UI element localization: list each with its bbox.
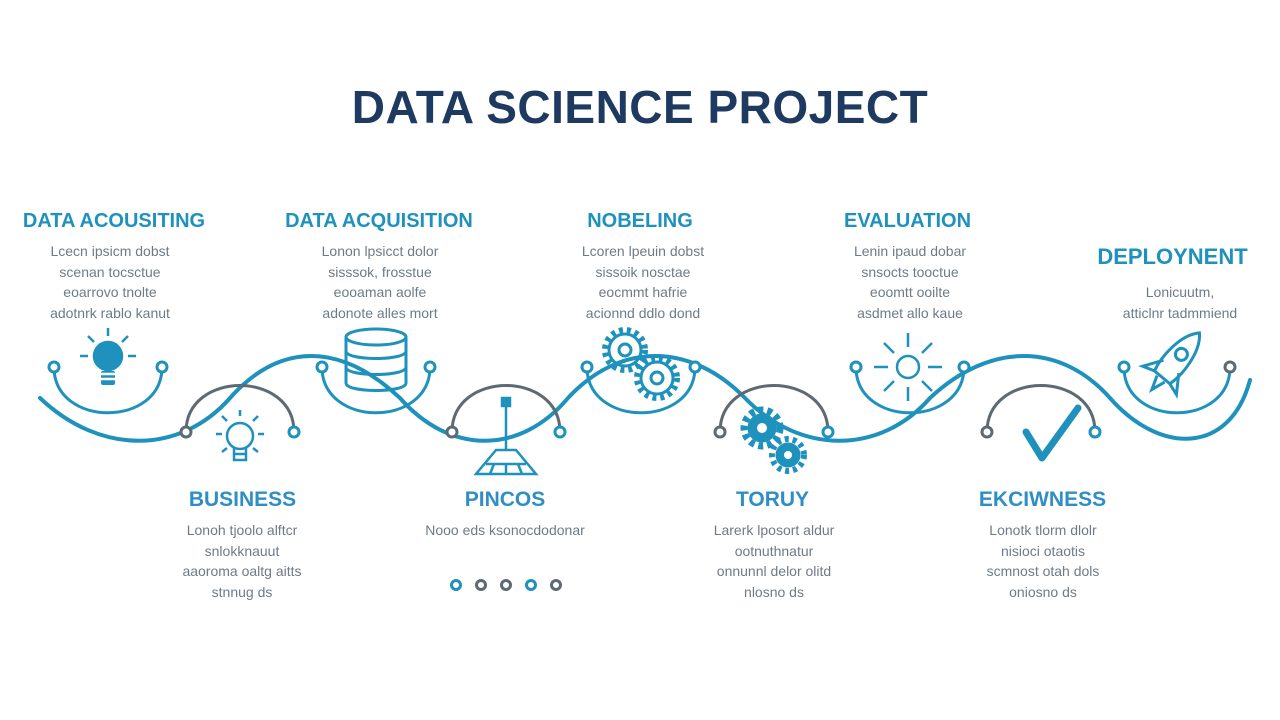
database-icon bbox=[344, 327, 408, 392]
dot-5 bbox=[550, 579, 562, 591]
dot-3 bbox=[500, 579, 512, 591]
step-text-deploynent: Lonicuutm,atticlnr tadmmiend bbox=[1122, 284, 1238, 321]
bottom-arc-3 bbox=[713, 384, 835, 439]
step-title-data-acquisition: DATA ACQUISITION bbox=[285, 210, 473, 232]
top-arc-1 bbox=[47, 360, 169, 415]
dot-2 bbox=[475, 579, 487, 591]
step-title-toruy: TORUY bbox=[735, 488, 810, 511]
step-title-pincos: PINCOS bbox=[464, 488, 546, 511]
idea-bulb-icon bbox=[216, 410, 264, 462]
step-title-deploynent: DEPLOYNENT bbox=[1097, 244, 1248, 269]
page-title: DATA SCIENCE PROJECT bbox=[351, 81, 929, 133]
gears-icon bbox=[602, 327, 680, 401]
step-title-nobeling: NOBELING bbox=[587, 210, 693, 232]
broom-icon bbox=[473, 396, 539, 476]
top-arc-4 bbox=[849, 360, 971, 415]
progress-dots bbox=[450, 576, 562, 594]
step-text-pincos: Nooo eds ksonocdodonar bbox=[425, 522, 585, 538]
rocket-icon bbox=[1138, 331, 1201, 400]
top-arc-5 bbox=[1117, 360, 1237, 415]
cog-pair-icon bbox=[740, 406, 807, 474]
step-title-ekciwness: EKCIWNESS bbox=[978, 488, 1107, 511]
top-arc-2 bbox=[315, 360, 437, 415]
bottom-arc-2 bbox=[445, 384, 567, 439]
bottom-arc-4 bbox=[980, 384, 1102, 439]
step-title-business: BUSINESS bbox=[188, 488, 297, 511]
top-arc-3 bbox=[580, 360, 702, 415]
checkmark-icon bbox=[1022, 404, 1082, 462]
bottom-arc-1 bbox=[179, 384, 301, 439]
step-title-evaluation: EVALUATION bbox=[843, 210, 972, 232]
dot-4 bbox=[525, 579, 537, 591]
dot-1 bbox=[450, 579, 462, 591]
sun-icon bbox=[874, 333, 942, 401]
lightbulb-icon bbox=[80, 328, 136, 385]
step-title-data-acousiting: DATA ACOUSITING bbox=[22, 210, 206, 232]
